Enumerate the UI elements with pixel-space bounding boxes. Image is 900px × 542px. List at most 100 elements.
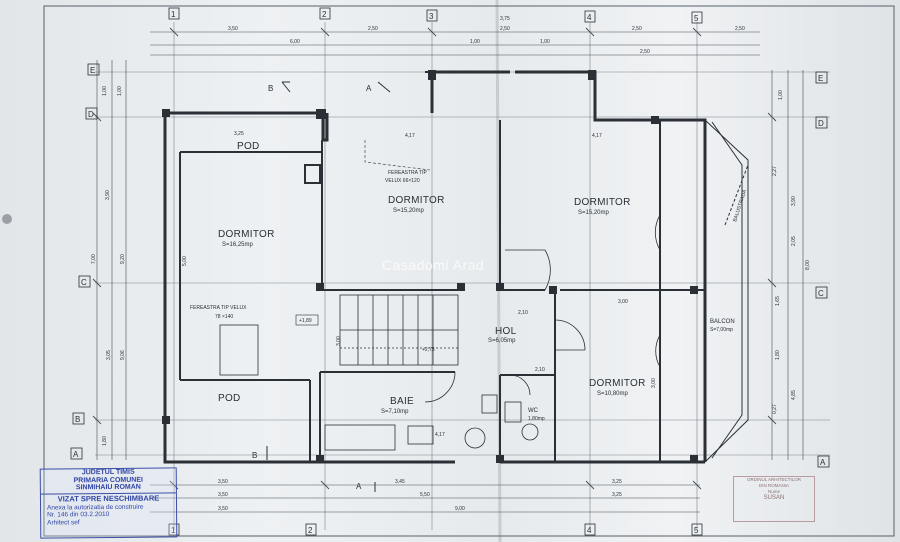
note-balustrada: BALUSTRADA — [732, 188, 748, 222]
dim-top2-1: 6,00 — [290, 39, 300, 45]
dim-top2-4: 3,75 — [500, 16, 510, 22]
exterior-walls — [163, 70, 707, 464]
axis-label-1: 1 — [171, 10, 176, 19]
room-dormitor-1-name: DORMITOR — [218, 229, 275, 240]
dim-top2-3: 1,00 — [540, 39, 550, 45]
note-fereastra-velux-2a: FEREASTRA TIP VELUX — [190, 305, 247, 311]
bathroom-fixtures — [324, 394, 539, 451]
axis-lines — [95, 22, 830, 530]
dim-bottom2-3: 3,25 — [612, 492, 622, 498]
axis-label-2: 2 — [322, 10, 327, 19]
room-hol-name: HOL — [495, 326, 517, 337]
dim-inner-8: 2,10 — [518, 310, 528, 316]
section-b-top: B — [268, 84, 273, 93]
dim-top2-5: 2,50 — [640, 49, 650, 55]
note-fereastra-velux-1a: FEREASTRA TIP — [388, 170, 427, 176]
room-pod-top-name: POD — [237, 141, 260, 152]
room-dormitor-3-area: S=15,20mp — [578, 210, 610, 216]
note-fereastra-velux-1b: VELUX 66×120 — [385, 178, 420, 184]
dim-bottom2-2: 5,50 — [420, 492, 430, 498]
interior-walls — [179, 71, 705, 462]
room-wc-name: WC — [528, 408, 539, 414]
stamp2-line-1: ORDINUL ARHITECTILOR — [746, 477, 802, 482]
stamp-line-3: SINMIHAIU ROMAN — [75, 483, 141, 492]
dim-top2-2: 1,00 — [470, 39, 480, 45]
dim-bottom1-3: 3,25 — [612, 479, 622, 485]
dim-top1-2: 2,50 — [368, 26, 378, 32]
axis-label-5-bottom: 5 — [694, 526, 699, 535]
door-swings — [424, 214, 661, 403]
axis-label-4-bottom: 4 — [587, 526, 592, 535]
axis-label-C: C — [81, 278, 87, 287]
axis-label-1-bottom: 1 — [171, 526, 176, 535]
axis-label-5: 5 — [694, 14, 699, 23]
dim-left-9: 1,80 — [102, 436, 108, 446]
dim-right-3: 3,90 — [791, 196, 797, 206]
room-dormitor-1-area: S=16,25mp — [222, 242, 254, 248]
axis-label-D-right: D — [818, 119, 824, 128]
dim-inner-2: 4,17 — [405, 133, 415, 139]
dim-bottom2-1: 3,50 — [218, 492, 228, 498]
dim-right-6: 1,65 — [775, 296, 781, 306]
room-pod-bottom-name: POD — [218, 393, 241, 404]
dim-top1-1: 3,50 — [228, 26, 238, 32]
watermark: Casadomi Arad — [382, 257, 485, 273]
dim-top1-4: 2,50 — [632, 26, 642, 32]
room-dormitor-4-name: DORMITOR — [589, 378, 646, 389]
dim-inner-6: 3,00 — [336, 336, 342, 346]
sheet-frame — [43, 5, 895, 537]
room-hol-area: S=6,05mp — [488, 338, 516, 344]
velux-window-outline — [219, 324, 259, 376]
pillars — [162, 70, 698, 463]
stamp-line-4: VIZAT SPRE NESCHIMBARE — [40, 491, 177, 505]
dim-left-6: 5,00 — [182, 256, 188, 266]
dim-left-7: 3,05 — [106, 350, 112, 360]
axis-bubbles-right: E D C A — [815, 71, 830, 468]
axis-label-3: 3 — [429, 12, 434, 21]
dim-left-3: 3,90 — [105, 190, 111, 200]
level-marker-1-box — [295, 314, 319, 326]
dim-bottom1-2: 3,45 — [395, 479, 405, 485]
axis-label-A: A — [73, 450, 79, 459]
dim-bottom1-1: 3,50 — [218, 479, 228, 485]
dim-inner-1: 3,25 — [234, 131, 244, 137]
axis-label-E-right: E — [818, 74, 823, 83]
axis-label-C-right: C — [818, 289, 824, 298]
level-marker-1: +1,89 — [299, 318, 312, 324]
dim-bottom3-1: 3,50 — [218, 506, 228, 512]
dim-left-5: 9,20 — [120, 254, 126, 264]
dim-right-7: 1,80 — [775, 350, 781, 360]
axis-bubbles-left: E D C B A — [70, 63, 100, 460]
dim-right-2: 2,27 — [772, 166, 778, 176]
dim-inner-5: 3,00 — [618, 299, 628, 305]
section-a-bottom: A — [356, 482, 362, 491]
dim-inner-4: 4,17 — [435, 432, 445, 438]
dim-inner-9: 2,10 — [535, 367, 545, 373]
dim-right-8: 4,85 — [791, 390, 797, 400]
velux-window-ref — [364, 140, 431, 171]
axis-label-A-right: A — [820, 458, 826, 467]
dim-right-4: 2,05 — [791, 236, 797, 246]
architect-stamp: ORDINUL ARHITECTILOR DIN ROMANIA Nume SU… — [733, 476, 815, 522]
room-dormitor-2-name: DORMITOR — [388, 195, 445, 206]
level-marker-2: +2,75 — [422, 347, 435, 353]
note-fereastra-velux-2b: 78 ×140 — [215, 314, 233, 320]
axis-label-B: B — [75, 415, 80, 424]
stamp-line-7: Arhitect sef — [47, 518, 80, 527]
room-dormitor-2-area: S=15,20mp — [393, 208, 425, 214]
stamp2-line-2: DIN ROMANIA — [758, 483, 789, 488]
room-baie-area: S=7,10mp — [381, 409, 409, 415]
dim-top1-3: 2,50 — [500, 26, 510, 32]
dim-left-1: 1,00 — [102, 86, 108, 96]
section-a-top: A — [366, 84, 372, 93]
room-balcon-name: BALCON — [710, 319, 735, 325]
axis-label-E: E — [90, 66, 95, 75]
room-baie-name: BAIE — [390, 396, 414, 407]
dim-left-2: 1,00 — [117, 86, 123, 96]
dim-right-5: 8,00 — [805, 260, 811, 270]
dim-right-9: 0,27 — [772, 404, 778, 414]
dim-inner-7: 3,00 — [651, 378, 657, 388]
dimension-lines — [92, 27, 804, 513]
